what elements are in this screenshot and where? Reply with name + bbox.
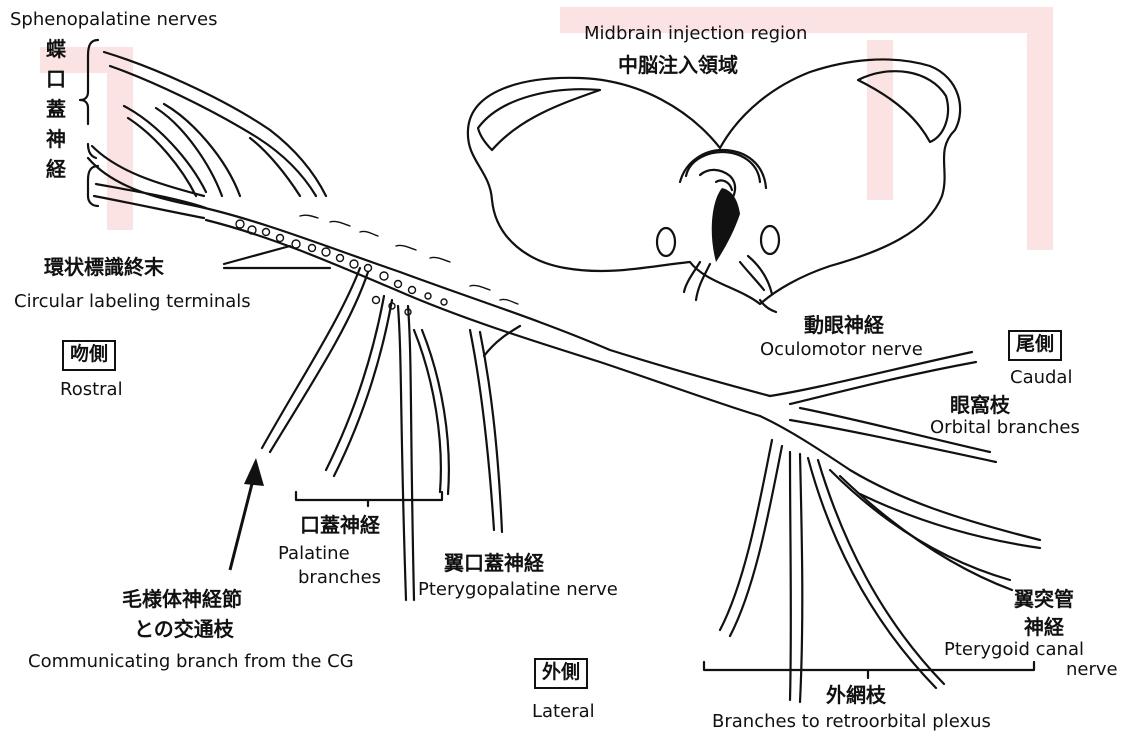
pterygoid-label-jp-2: 神経 bbox=[1024, 616, 1064, 639]
communicating-label-en: Communicating branch from the CG bbox=[28, 652, 354, 673]
bracket-sphenopalatine bbox=[80, 40, 98, 206]
oculomotor-label-en: Oculomotor nerve bbox=[760, 340, 923, 361]
palatine-label-jp: 口蓋神経 bbox=[300, 514, 380, 537]
palatine-label-en-2: branches bbox=[298, 568, 381, 589]
rostral-label-jp: 吻側 bbox=[62, 340, 116, 371]
sphenopalatine-char-5: 経 bbox=[44, 154, 68, 184]
pterygopalatine-label-en: Pterygopalatine nerve bbox=[418, 580, 618, 601]
oculomotor-rootlets bbox=[684, 256, 776, 312]
lateral-label-en: Lateral bbox=[532, 702, 595, 723]
pterygoid-label-jp-1: 翼突管 bbox=[1014, 588, 1074, 611]
sphenopalatine-label-jp: 蝶 口 蓋 神 経 bbox=[44, 34, 68, 184]
orbital-label-en: Orbital branches bbox=[930, 418, 1080, 439]
communicating-label-jp-1: 毛様体神経節 bbox=[122, 588, 242, 611]
retroorbital-label-en: Branches to retroorbital plexus bbox=[712, 712, 991, 733]
sphenopalatine-char-2: 口 bbox=[44, 64, 68, 94]
main-nerve-trunk bbox=[196, 206, 1040, 548]
communicating-arrow bbox=[230, 458, 264, 570]
midbrain-section bbox=[468, 59, 960, 304]
pterygopalatine-branch bbox=[470, 326, 520, 532]
communicating-label-jp-2: との交通枝 bbox=[134, 618, 234, 641]
bracket-palatine bbox=[296, 492, 442, 506]
sphenopalatine-char-3: 蓋 bbox=[44, 94, 68, 124]
oculomotor-label-jp: 動眼神経 bbox=[804, 314, 884, 337]
bracket-retroorbital bbox=[704, 662, 1034, 678]
rostral-label-en: Rostral bbox=[60, 380, 123, 401]
injection-site bbox=[712, 188, 740, 262]
lateral-label-jp: 外側 bbox=[534, 658, 588, 689]
colliculus-left bbox=[478, 89, 600, 150]
retroorbital-label-jp: 外網枝 bbox=[826, 684, 886, 707]
pterygoid-label-en-2: nerve bbox=[1066, 660, 1118, 681]
sphenopalatine-label-en: Sphenopalatine nerves bbox=[10, 10, 218, 31]
circular-terminals-label-jp: 環状標識終末 bbox=[44, 256, 164, 279]
midbrain-label-jp: 中脳注入領域 bbox=[618, 54, 738, 77]
pointer-circular-1 bbox=[224, 246, 290, 264]
pterygopalatine-label-jp: 翼口蓋神経 bbox=[444, 552, 544, 575]
circular-terminals-label-en: Circular labeling terminals bbox=[14, 292, 251, 313]
sphenopalatine-char-4: 神 bbox=[44, 124, 68, 154]
caudal-label-en: Caudal bbox=[1010, 368, 1072, 389]
pterygoid-label-en-1: Pterygoid canal bbox=[944, 640, 1084, 661]
colliculus-right bbox=[858, 71, 948, 142]
orbital-label-jp: 眼窩枝 bbox=[950, 394, 1010, 417]
sphenopalatine-char-1: 蝶 bbox=[44, 34, 68, 64]
caudal-label-jp: 尾側 bbox=[1008, 330, 1062, 361]
palatine-label-en-1: Palatine bbox=[278, 544, 350, 565]
sphenopalatine-nerves bbox=[88, 52, 326, 218]
midbrain-label-en: Midbrain injection region bbox=[584, 24, 807, 45]
